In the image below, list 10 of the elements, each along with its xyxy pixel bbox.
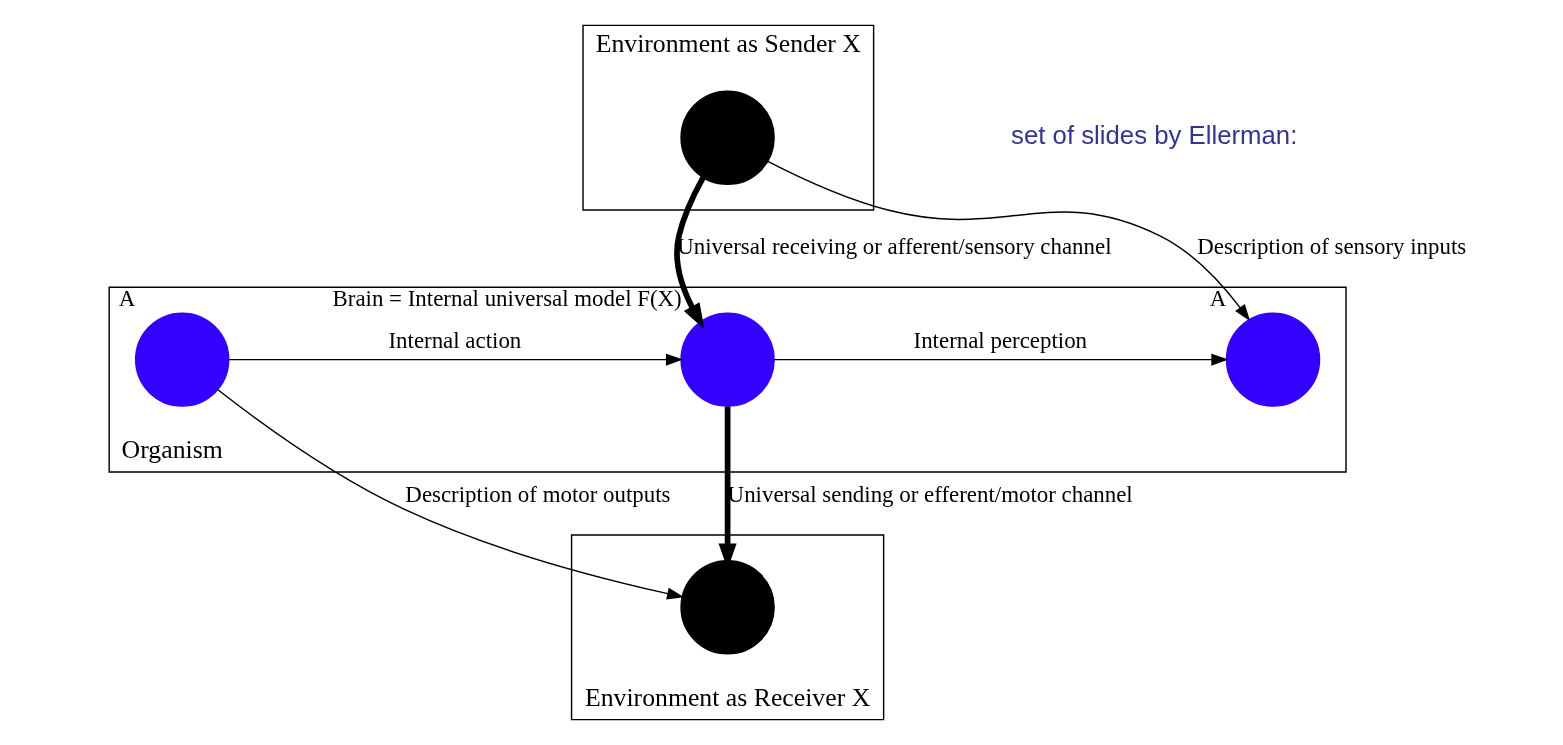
node-label: A [1209,285,1226,311]
label: set of slides by Ellerman: [1010,121,1297,150]
node-label: A [118,285,135,311]
edge-label: Internal action [387,327,521,353]
edge-label: Universal receiving or afferent/sensory channel [676,234,1112,260]
node-label: Brain = Internal universal model F(X) [332,285,682,311]
edge-label: Universal sending or efferent/motor channel [727,481,1133,507]
edge-label: Internal perception [913,327,1087,353]
edge-label: Description of sensory inputs [1196,234,1466,260]
edge-label: Description of motor outputs [404,481,670,507]
